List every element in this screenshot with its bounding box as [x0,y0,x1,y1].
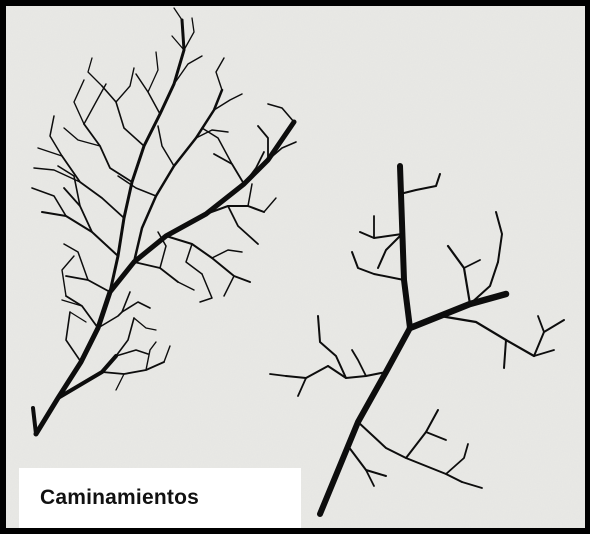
drawing-canvas [6,6,585,528]
caption-text: Caminamientos [40,486,199,510]
paper-texture [6,6,585,528]
